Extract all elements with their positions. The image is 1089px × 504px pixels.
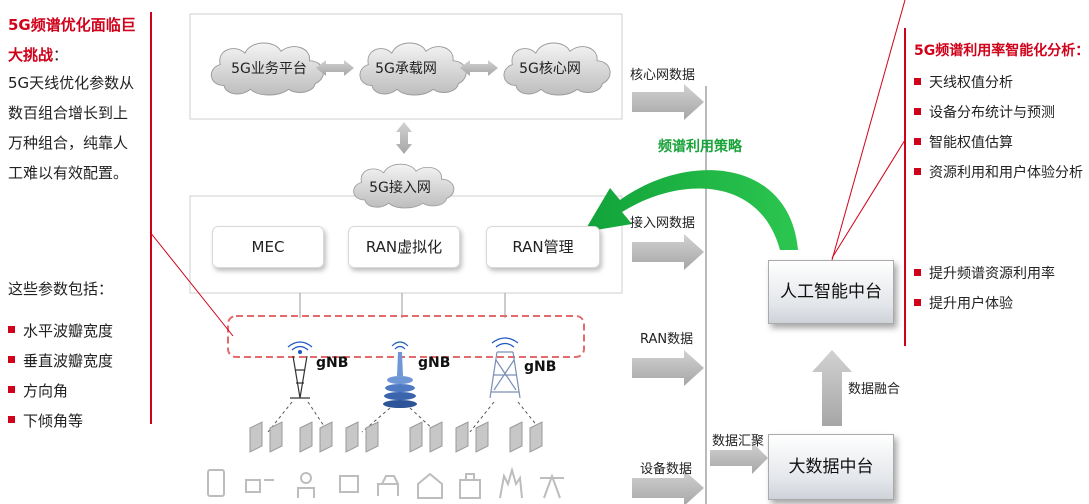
city-icon bbox=[499, 466, 523, 499]
module-mec: MEC bbox=[212, 226, 324, 268]
game-icon bbox=[339, 475, 359, 493]
arrow-right-icon bbox=[710, 442, 768, 474]
arrow-right-icon bbox=[632, 234, 704, 270]
label-aggregation: 数据汇聚 bbox=[712, 434, 765, 449]
challenge-body-line: 5G天线优化参数从 bbox=[8, 74, 135, 92]
bigdata-hub-box: 大数据中台 bbox=[768, 434, 894, 500]
label-fusion: 数据融合 bbox=[848, 382, 901, 397]
flow-arrows bbox=[632, 84, 852, 504]
module-ran-virtualization: RAN虚拟化 bbox=[348, 226, 460, 268]
callout-line-left bbox=[149, 231, 234, 337]
gnb-tower-icon bbox=[383, 341, 417, 408]
car-icon bbox=[377, 475, 399, 496]
arrow-right-icon bbox=[632, 84, 704, 120]
arrow-right-icon bbox=[632, 350, 704, 386]
cloud-bearer-network-label: 5G承载网 bbox=[375, 61, 437, 77]
double-arrow-icon bbox=[316, 60, 354, 76]
bullet-square-icon bbox=[8, 356, 15, 363]
bullet-square-icon bbox=[914, 77, 921, 85]
outcome-list: 提升频谱资源利用率 提升用户体验 bbox=[914, 259, 1055, 319]
label-device-data: 设备数据 bbox=[640, 462, 693, 477]
callout-line-right bbox=[831, 0, 906, 261]
label-ran-data: RAN数据 bbox=[640, 332, 694, 347]
analysis-title: 5G频谱利用率智能化分析： bbox=[914, 43, 1089, 59]
param-item: 下倾角等 bbox=[8, 406, 113, 436]
params-intro: 这些参数包括： bbox=[8, 280, 114, 298]
arrow-up-icon bbox=[812, 350, 852, 426]
left-divider bbox=[150, 12, 152, 424]
strategy-curved-arrow bbox=[584, 170, 798, 250]
analysis-item: 天线权值分析 bbox=[914, 68, 1083, 98]
challenge-body-line: 工难以有效配置。 bbox=[8, 164, 129, 182]
arrow-right-icon bbox=[632, 470, 704, 504]
label-access-data: 接入网数据 bbox=[630, 216, 696, 231]
outcome-item: 提升频谱资源利用率 bbox=[914, 259, 1055, 289]
param-item: 水平波瓣宽度 bbox=[8, 316, 113, 346]
gnb-label: gNB bbox=[316, 355, 349, 371]
analysis-item: 智能权值估算 bbox=[914, 128, 1083, 158]
ue-device-icons bbox=[249, 421, 543, 453]
bullet-square-icon bbox=[914, 137, 921, 145]
right-divider bbox=[904, 28, 906, 346]
outcome-item: 提升用户体验 bbox=[914, 289, 1055, 319]
bullet-square-icon bbox=[8, 386, 15, 393]
bullet-square-icon bbox=[8, 416, 15, 423]
ai-hub-box: 人工智能中台 bbox=[768, 260, 894, 324]
analysis-item: 资源利用和用户体验分析 bbox=[914, 158, 1083, 188]
challenge-body-line: 数百组合增长到上 bbox=[8, 104, 129, 122]
challenge-title-colon: ： bbox=[53, 46, 69, 64]
params-list: 水平波瓣宽度 垂直波瓣宽度 方向角 下倾角等 bbox=[8, 316, 113, 436]
bullet-square-icon bbox=[914, 268, 921, 276]
gnb-tower-icon bbox=[489, 337, 521, 399]
bullet-square-icon bbox=[914, 298, 921, 306]
palm-icon bbox=[540, 473, 564, 499]
gnb-tower-icon bbox=[287, 341, 313, 399]
vertical-double-arrow-icon bbox=[396, 122, 412, 154]
double-arrow-icon bbox=[460, 60, 498, 76]
param-item: 方向角 bbox=[8, 376, 113, 406]
terminal-icons bbox=[207, 466, 564, 499]
param-item: 垂直波瓣宽度 bbox=[8, 346, 113, 376]
cloud-access-network-label: 5G接入网 bbox=[369, 180, 431, 196]
cloud-core-network-label: 5G核心网 bbox=[519, 61, 581, 77]
challenge-body-line: 万种组合，纯靠人 bbox=[8, 134, 129, 152]
challenge-title-line1: 5G频谱优化面临巨 bbox=[8, 16, 136, 34]
analysis-list: 天线权值分析 设备分布统计与预测 智能权值估算 资源利用和用户体验分析 bbox=[914, 68, 1083, 188]
glasses-icon bbox=[245, 479, 274, 493]
label-core-data: 核心网数据 bbox=[630, 68, 696, 83]
module-ran-management: RAN管理 bbox=[486, 226, 600, 268]
bullet-square-icon bbox=[914, 107, 921, 115]
gnb-label: gNB bbox=[418, 355, 451, 371]
home-icon bbox=[417, 472, 443, 499]
challenge-title-line2: 大挑战 bbox=[8, 46, 54, 64]
challenge-body: 5G天线优化参数从 数百组合增长到上 万种组合，纯靠人 工难以有效配置。 bbox=[8, 68, 158, 188]
bullet-square-icon bbox=[914, 167, 921, 175]
phone-icon bbox=[207, 469, 225, 497]
person-icon bbox=[300, 472, 312, 484]
challenge-title: 5G频谱优化面临巨 大挑战： bbox=[8, 10, 158, 70]
analysis-item: 设备分布统计与预测 bbox=[914, 98, 1083, 128]
strategy-label: 频谱利用策略 bbox=[658, 139, 742, 155]
gnb-group-outline bbox=[227, 315, 585, 358]
lock-icon bbox=[459, 473, 481, 499]
gnb-label: gNB bbox=[524, 359, 557, 375]
bullet-square-icon bbox=[8, 326, 15, 333]
cloud-service-platform-label: 5G业务平台 bbox=[231, 61, 307, 77]
